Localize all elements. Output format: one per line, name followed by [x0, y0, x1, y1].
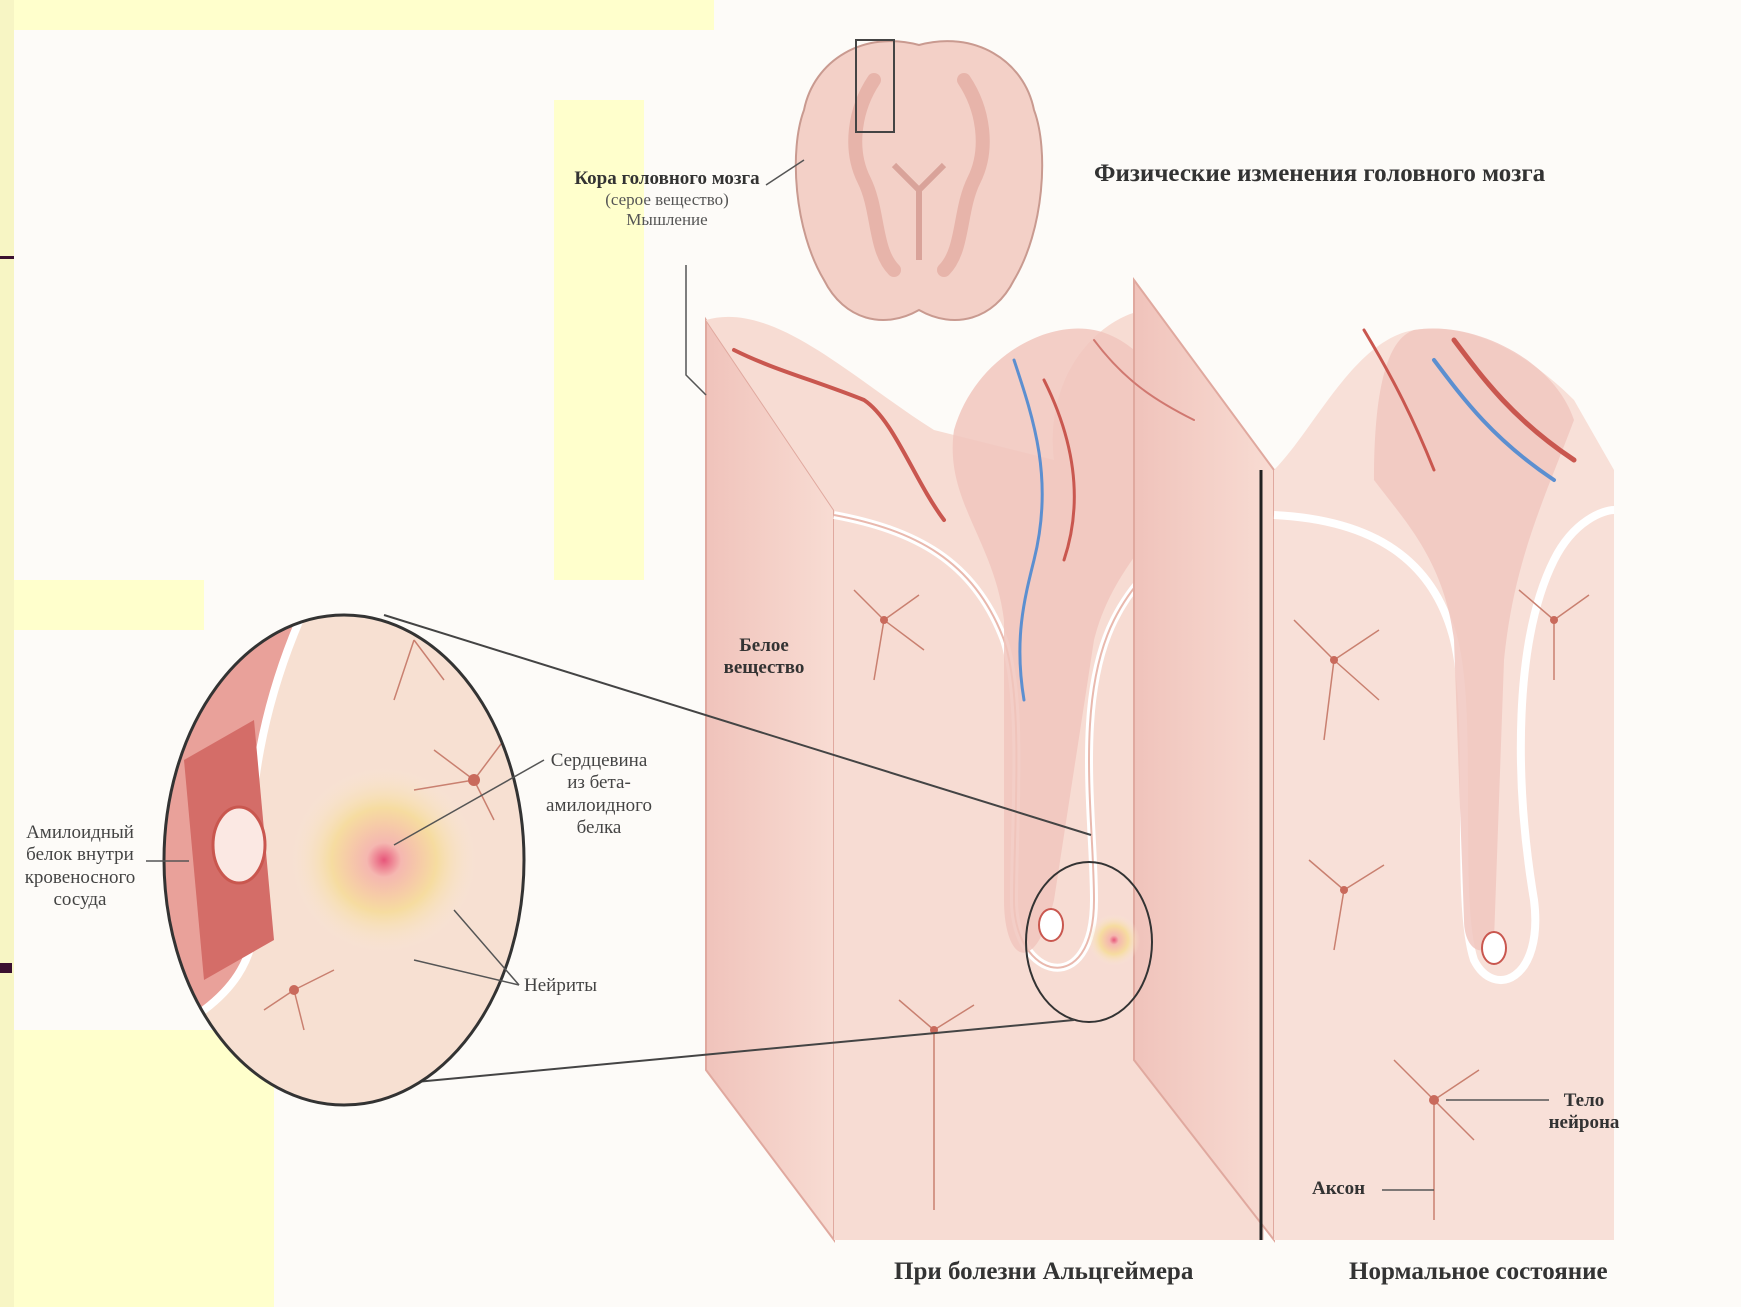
caption-normal: Нормальное состояние — [1349, 1258, 1608, 1286]
caption-alzheimer: При болезни Альцгеймера — [894, 1258, 1193, 1286]
diagram-title: Физические изменения головного мозга — [1094, 160, 1545, 188]
brain-illustration — [14, 0, 1741, 1307]
neurites-label: Нейриты — [524, 975, 614, 997]
coronal-brain-section — [796, 40, 1042, 320]
core-label-3: амилоидного — [539, 795, 659, 817]
cortex-label-sub1: (серое вещество) — [562, 190, 772, 210]
amyloid-label-3: кровеносного — [14, 867, 146, 889]
cortex-label-sub2: Мышление — [562, 210, 772, 230]
core-label-4: белка — [539, 817, 659, 839]
neuron-body-label: Тело нейрона — [1539, 1090, 1629, 1135]
beta-amyloid-core-label: Сердцевина из бета- амилоидного белка — [539, 750, 659, 840]
yellow-corner-top — [14, 0, 714, 30]
axon-label: Аксон — [1312, 1178, 1382, 1200]
cortex-label-title: Кора головного мозга — [562, 168, 772, 190]
neuron-body-label-1: Тело — [1539, 1090, 1629, 1112]
amyloid-vessel-label: Амилоидный белок внутри кровеносного сос… — [14, 822, 146, 912]
yellow-gap-left — [14, 580, 204, 630]
cortex-label: Кора головного мозга (серое вещество) Мы… — [562, 168, 772, 231]
core-label-2: из бета- — [539, 772, 659, 794]
slide-tick-bottom — [0, 963, 12, 973]
core-label-1: Сердцевина — [539, 750, 659, 772]
slide-left-bar — [0, 0, 14, 1307]
white-matter-label-1: Белое — [714, 635, 814, 657]
white-matter-label: Белое вещество — [714, 635, 814, 680]
amyloid-label-2: белок внутри — [14, 844, 146, 866]
neuron-body-label-2: нейрона — [1539, 1112, 1629, 1134]
white-matter-label-2: вещество — [714, 657, 814, 679]
illustration-canvas: Физические изменения головного мозга Кор… — [14, 0, 1741, 1307]
amyloid-label-4: сосуда — [14, 889, 146, 911]
amyloid-label-1: Амилоидный — [14, 822, 146, 844]
